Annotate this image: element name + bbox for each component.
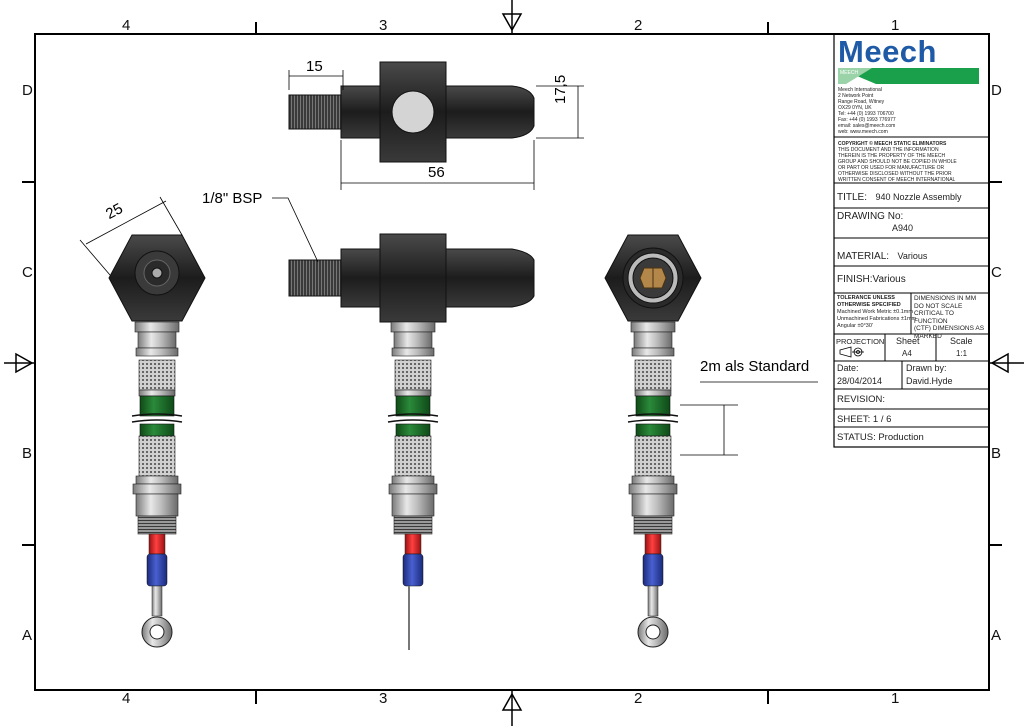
copyright-line: COPYRIGHT © MEECH STATIC ELIMINATORS <box>838 141 947 147</box>
tolerance-line: Angular ±0°30' <box>837 323 873 329</box>
dims-note-line: (CTF) DIMENSIONS AS <box>914 325 985 332</box>
address-block: Meech International 2 Network Point Rang… <box>838 87 896 135</box>
col-label-4-bottom: 4 <box>122 690 131 707</box>
copyright-line: WRITTEN CONSENT OF MEECH INTERNATIONAL <box>838 177 956 183</box>
scale-value: 1:1 <box>956 349 968 358</box>
address-line: Range Road, Witney <box>838 99 885 105</box>
drawn-by-label: Drawn by: <box>906 363 947 373</box>
finish-label: FINISH:Various <box>837 274 906 285</box>
sheet-value: A4 <box>902 349 912 358</box>
material-label: MATERIAL: <box>837 251 890 262</box>
tolerance-line: OTHERWISE SPECIFIED <box>837 302 901 308</box>
title-block: Meech MEECH Meech International 2 Networ… <box>834 34 989 447</box>
copyright-line: THEREIN IS THE PROPERTY OF THE MEECH <box>838 153 946 159</box>
address-line: 2 Network Point <box>838 93 874 99</box>
col-label-1-top: 1 <box>891 17 900 34</box>
col-label-3-bottom: 3 <box>379 690 388 707</box>
row-label-b-left: B <box>22 445 33 462</box>
dimensions-note: DIMENSIONS IN MM DO NOT SCALE CRITICAL T… <box>914 295 989 340</box>
drawing-value: A940 <box>892 223 914 233</box>
title-field: TITLE: 940 Nozzle Assembly <box>837 187 962 205</box>
side-view <box>288 233 535 650</box>
row-label-d-right: D <box>991 82 1002 99</box>
copyright-block: COPYRIGHT © MEECH STATIC ELIMINATORS THI… <box>838 141 957 183</box>
cable-length-dimension <box>680 381 818 456</box>
material-field: MATERIAL: Various <box>837 246 927 264</box>
thread-note: 1/8" BSP <box>202 190 263 207</box>
title-value: 940 Nozzle Assembly <box>875 192 962 202</box>
zone-ticks <box>22 22 1002 704</box>
dim-overall-length: 56 <box>428 164 445 181</box>
drawing-label: DRAWING No: <box>837 211 904 222</box>
meech-logo <box>838 68 979 84</box>
row-label-d-left: D <box>22 82 33 99</box>
date-label: Date: <box>837 363 859 373</box>
address-line: web: www.meech.com <box>838 129 888 135</box>
col-label-1-bottom: 1 <box>891 690 900 707</box>
dims-note-line: DO NOT SCALE <box>914 302 963 310</box>
copyright-line: THIS DOCUMENT AND THE INFORMATION <box>838 147 939 153</box>
col-label-3-top: 3 <box>379 17 388 34</box>
tolerance-line: TOLERANCE UNLESS <box>837 295 895 301</box>
drawn-by-value: David.Hyde <box>906 376 953 386</box>
material-value: Various <box>897 251 928 261</box>
logo-subtext: MEECH <box>840 70 859 76</box>
centering-marks <box>4 0 1024 726</box>
sheet-label: Sheet <box>896 336 920 346</box>
address-line: Meech International <box>838 87 882 93</box>
address-line: email: sales@meech.com <box>838 123 896 129</box>
revision-label: REVISION: <box>837 394 886 405</box>
right-end-view <box>604 234 702 648</box>
tolerance-line: Unmachined Fabrications ±1mm <box>837 316 917 322</box>
col-label-2-top: 2 <box>634 17 643 34</box>
date-value: 28/04/2014 <box>837 376 883 386</box>
projection-symbol-icon <box>839 346 864 358</box>
row-label-a-left: A <box>22 627 33 644</box>
top-view <box>288 61 535 163</box>
address-line: Tel: +44 (0) 1993 706700 <box>838 111 894 117</box>
tolerance-block: TOLERANCE UNLESS OTHERWISE SPECIFIED Mac… <box>837 295 916 330</box>
logo-text: Meech <box>838 34 937 69</box>
copyright-line: OR PART OR USED FOR MANUFACTURE OR <box>838 165 945 171</box>
copyright-line: OTHERWISE DISCLOSED WITHOUT THE PRIOR <box>838 171 952 177</box>
sheet-number: SHEET: 1 / 6 <box>837 414 892 425</box>
dim-body-height: 17,5 <box>552 74 569 104</box>
row-label-a-right: A <box>991 627 1002 644</box>
address-line: OX29 0YN, UK <box>838 105 872 111</box>
left-view-dimension <box>79 196 319 276</box>
scale-label: Scale <box>950 336 973 346</box>
row-label-c-right: C <box>991 264 1002 281</box>
tolerance-line: Machined Work Metric ±0.1mm <box>837 309 913 315</box>
top-view-dimensions <box>288 70 584 190</box>
status-label: STATUS: Production <box>837 432 924 443</box>
dim-thread-length: 15 <box>306 58 323 75</box>
left-end-view <box>108 234 206 648</box>
projection-label: PROJECTION <box>836 337 885 346</box>
row-label-c-left: C <box>22 264 33 281</box>
row-label-b-right: B <box>991 445 1002 462</box>
title-label: TITLE: <box>837 192 868 203</box>
col-label-2-bottom: 2 <box>634 690 643 707</box>
cable-length-note: 2m als Standard <box>700 358 810 375</box>
title-block-lines <box>833 33 990 448</box>
dims-note-line: MARKED <box>914 332 942 340</box>
copyright-line: GROUP AND SHOULD NOT BE COPIED IN WHOLE <box>838 159 957 165</box>
address-line: Fax: +44 (0) 1993 776977 <box>838 117 896 123</box>
dims-note-line: DIMENSIONS IN MM <box>914 295 977 302</box>
col-label-4-top: 4 <box>122 17 131 34</box>
dims-note-line: CRITICAL TO FUNCTION <box>914 310 954 325</box>
